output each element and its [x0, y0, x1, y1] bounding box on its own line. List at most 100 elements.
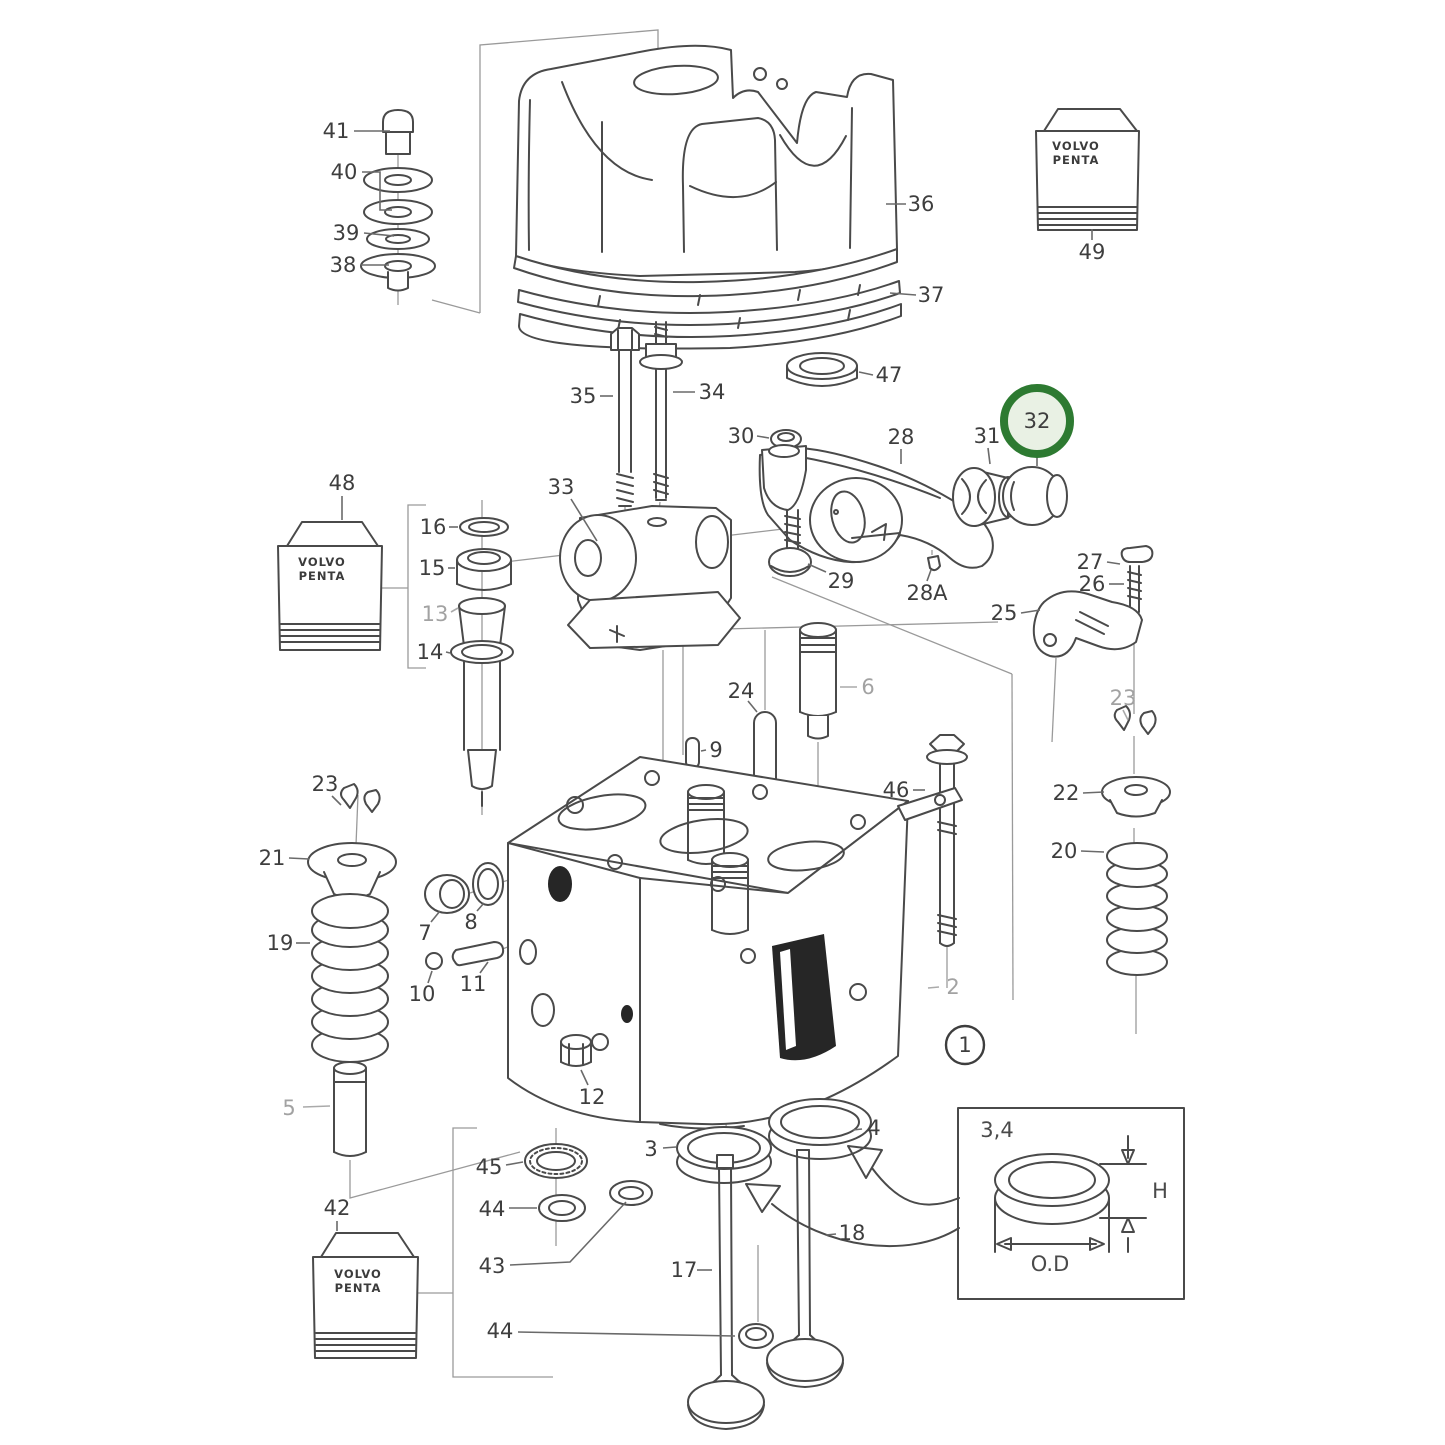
part-label-8: 8	[464, 910, 477, 934]
leader-line-33	[570, 498, 598, 542]
ring-44	[538, 1194, 586, 1222]
leader-line-23	[1122, 709, 1129, 721]
inset-arrows	[745, 1145, 960, 1248]
part-label-46: 46	[883, 778, 910, 802]
brand-box-49: VOLVO PENTA	[1035, 108, 1140, 231]
part-label-40: 40	[331, 160, 358, 184]
part-label-27: 27	[1077, 550, 1104, 574]
part-label-33: 33	[548, 475, 575, 499]
part-label-23: 23	[1110, 686, 1137, 710]
left-valve-train-column	[307, 783, 397, 1157]
inset-od-label: O.D	[1031, 1252, 1070, 1276]
valve-keeper	[1139, 710, 1157, 735]
part-label-38: 38	[330, 253, 357, 277]
part-label-36: 36	[908, 192, 935, 216]
part-label-48: 48	[329, 471, 356, 495]
leader-line-22	[1082, 791, 1105, 794]
leader-line-3	[662, 1146, 677, 1149]
inset-height-label: H	[1152, 1179, 1168, 1203]
leader-line-39	[363, 232, 395, 237]
highlight-ring-32	[1000, 384, 1074, 458]
valve-keeper	[340, 783, 359, 809]
part-label-32: 32	[1024, 409, 1051, 433]
part-label-47: 47	[876, 363, 903, 387]
part-label-41: 41	[323, 119, 350, 143]
rocker-pedestal	[559, 505, 741, 651]
valve-spring-20	[1106, 842, 1168, 976]
leader-line-45	[505, 1161, 524, 1166]
part-label-39: 39	[333, 221, 360, 245]
leader-line-43	[509, 1201, 627, 1266]
valve-cover	[513, 44, 898, 298]
part-label-7: 7	[418, 921, 431, 945]
leader-line-27	[1106, 561, 1121, 565]
part-label-45: 45	[476, 1155, 503, 1179]
leader-line-24	[747, 700, 758, 713]
part-label-34: 34	[699, 380, 726, 404]
part-label-23: 23	[312, 772, 339, 796]
valve-spring-19	[311, 893, 389, 1063]
plug-7	[424, 874, 470, 914]
cover-bolts	[610, 321, 858, 507]
part-label-19: 19	[267, 931, 294, 955]
pin-9	[685, 737, 700, 769]
valve-keeper	[1113, 705, 1131, 731]
brand-text: VOLVO	[298, 555, 346, 569]
part-label-29: 29	[828, 569, 855, 593]
part-label-30: 30	[728, 424, 755, 448]
brand-text: VOLVO	[334, 1267, 382, 1281]
leader-line-12	[580, 1069, 589, 1086]
part-label-10: 10	[409, 982, 436, 1006]
leader-line-37	[889, 292, 917, 296]
part-label-43: 43	[479, 1254, 506, 1278]
inset-corner-label: 3,4	[980, 1118, 1013, 1142]
brand-text: PENTA	[1053, 153, 1100, 167]
cylinder-head-block	[507, 756, 963, 1130]
part-label-3: 3	[644, 1137, 657, 1161]
brand-text: PENTA	[335, 1281, 382, 1295]
leader-line-21	[288, 857, 310, 860]
valve-17	[687, 1154, 765, 1430]
part-label-1: 1	[958, 1033, 971, 1057]
part-label-44: 44	[487, 1319, 514, 1343]
leader-line-28A	[926, 569, 932, 582]
part-label-20: 20	[1051, 839, 1078, 863]
seal-rings	[524, 1143, 653, 1222]
right-valve-train-column	[1032, 545, 1171, 976]
plug-12	[560, 1034, 592, 1050]
part-label-13: 13	[422, 602, 449, 626]
seal-ring-47	[786, 352, 858, 380]
leader-line-47	[858, 371, 874, 376]
cap-and-washers	[360, 109, 436, 292]
leader-line-10	[427, 970, 433, 984]
circle-marker-1	[944, 1024, 986, 1066]
part-label-11: 11	[460, 972, 487, 996]
ring-45	[524, 1143, 588, 1179]
small-plugs-and-pins	[424, 862, 592, 1067]
parts-drawing: VOLVO PENTA VOLVO PENTA VOLVO PENTA	[277, 44, 1185, 1430]
part-label-25: 25	[991, 601, 1018, 625]
part-label-31: 31	[974, 424, 1001, 448]
brand-text: VOLVO	[1052, 139, 1100, 153]
brand-text: PENTA	[299, 569, 346, 583]
leader-line-18	[825, 1233, 837, 1236]
part-label-24: 24	[728, 679, 755, 703]
leader-line-7	[430, 910, 441, 923]
leader-line-13	[450, 607, 459, 613]
part-label-5: 5	[282, 1096, 295, 1120]
clip-28a	[927, 555, 941, 572]
leader-line-29	[807, 563, 827, 573]
leader-line-44	[517, 1331, 736, 1337]
leader-line-9	[700, 749, 707, 752]
adjuster-screw-29	[768, 547, 812, 577]
injector-sleeve	[711, 852, 749, 868]
injector-sleeve-column	[450, 517, 514, 807]
leader-line-23	[331, 795, 342, 806]
valve-18	[766, 1149, 844, 1388]
part-label-15: 15	[419, 556, 446, 580]
part-label-4: 4	[867, 1116, 880, 1140]
oring-16	[459, 517, 509, 537]
part-label-16: 16	[420, 515, 447, 539]
